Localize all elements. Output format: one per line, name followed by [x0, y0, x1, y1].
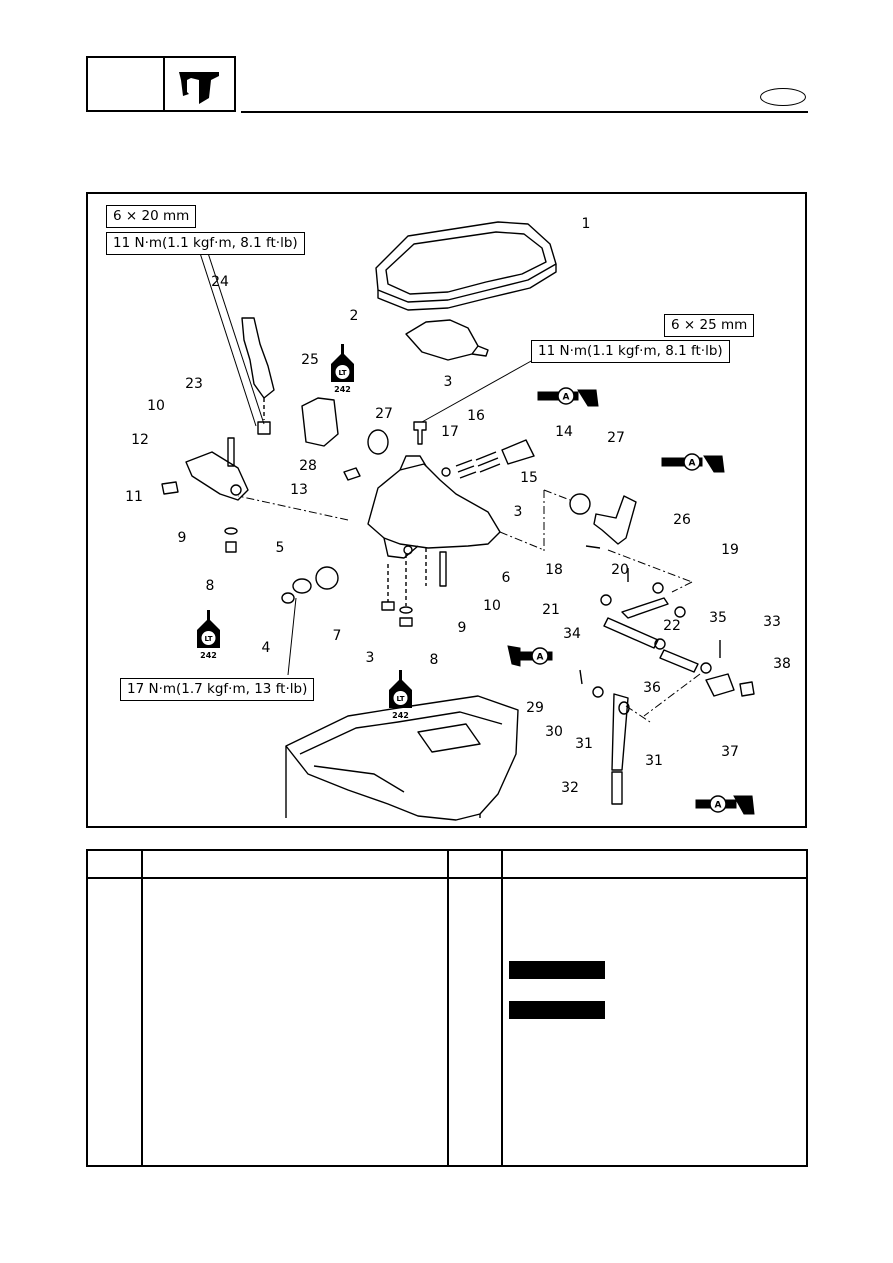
table-column-divider [141, 851, 143, 1165]
grease-a-label: A [689, 459, 696, 469]
callout: 12 [131, 432, 149, 448]
callout: 35 [709, 610, 727, 626]
bolt-size-label: 6 × 20 mm [106, 205, 197, 228]
callout: 13 [290, 482, 308, 498]
callout: 7 [332, 628, 342, 644]
grease-a-icon [661, 453, 725, 473]
callout: 8 [429, 652, 439, 668]
exploded-view-drawing: A A A A LT LT LT 242 [161, 221, 755, 821]
header-rule [241, 111, 808, 113]
callout: 9 [457, 620, 467, 636]
callout: 27 [375, 406, 393, 422]
redacted-bar [509, 1001, 605, 1019]
callout: 19 [721, 542, 739, 558]
lt-label: LT [204, 635, 212, 643]
lt-locking-agent-icon [331, 344, 354, 382]
language-oval [760, 88, 806, 106]
callout: 27 [607, 430, 625, 446]
grease-a-icon [695, 795, 755, 815]
callout: 30 [545, 724, 563, 740]
lt-label: LT [396, 695, 404, 703]
grease-a-label: A [563, 393, 570, 403]
grease-a-icon [507, 645, 553, 667]
callout: 4 [261, 640, 271, 656]
lt-locking-agent-icon [389, 670, 412, 708]
torque-spec-label: 11 N·m(1.1 kgf·m, 8.1 ft·lb) [531, 340, 730, 363]
callout: 34 [563, 626, 581, 642]
lt-badge-group [197, 344, 412, 708]
grease-a-label: A [715, 801, 722, 811]
header-icon-box [165, 56, 236, 112]
grease-a-label: A [537, 653, 544, 663]
callout: 21 [542, 602, 560, 618]
callout: 10 [483, 598, 501, 614]
callout: 29 [526, 700, 544, 716]
callout: 33 [763, 614, 781, 630]
callout: 1 [581, 216, 591, 232]
callout: 38 [773, 656, 791, 672]
callout: 25 [301, 352, 319, 368]
callout: 31 [575, 736, 593, 752]
lt-number: 242 [200, 651, 217, 660]
grease-symbol-group [507, 387, 755, 815]
torque-spec-label: 11 N·m(1.1 kgf·m, 8.1 ft·lb) [106, 232, 305, 255]
callout: 10 [147, 398, 165, 414]
callout: 8 [205, 578, 215, 594]
callout: 3 [513, 504, 523, 520]
callout: 17 [441, 424, 459, 440]
table-column-divider [501, 851, 503, 1165]
lt-number: 242 [334, 385, 351, 394]
callout: 37 [721, 744, 739, 760]
callout: 28 [299, 458, 317, 474]
grease-a-icon [537, 387, 599, 407]
lt-locking-agent-icon [197, 610, 220, 648]
callout: 14 [555, 424, 573, 440]
table-column-divider [447, 851, 449, 1165]
callout: 36 [643, 680, 661, 696]
callout: 23 [185, 376, 203, 392]
callout: 26 [673, 512, 691, 528]
callout: 18 [545, 562, 563, 578]
lt-label: LT [338, 369, 346, 377]
callout: 15 [520, 470, 538, 486]
callout: 16 [467, 408, 485, 424]
torque-spec-label: 17 N·m(1.7 kgf·m, 13 ft·lb) [120, 678, 315, 701]
callout: 5 [275, 540, 285, 556]
lt-number: 242 [392, 711, 409, 720]
callout: 22 [663, 618, 681, 634]
callout: 6 [501, 570, 511, 586]
redacted-bar [509, 961, 605, 979]
bolt-size-label: 6 × 25 mm [664, 314, 755, 337]
callout: 2 [349, 308, 359, 324]
header-left-box [86, 56, 165, 112]
outboard-motor-icon [179, 72, 219, 104]
callout: 24 [211, 274, 229, 290]
parts-table [86, 849, 808, 1167]
callout: 11 [125, 489, 143, 505]
callout: 3 [443, 374, 453, 390]
callout: 9 [177, 530, 187, 546]
exploded-view-figure: A A A A LT LT LT 242 [86, 192, 807, 828]
callout: 32 [561, 780, 579, 796]
callout: 3 [365, 650, 375, 666]
callout: 31 [645, 753, 663, 769]
callout: 20 [611, 562, 629, 578]
